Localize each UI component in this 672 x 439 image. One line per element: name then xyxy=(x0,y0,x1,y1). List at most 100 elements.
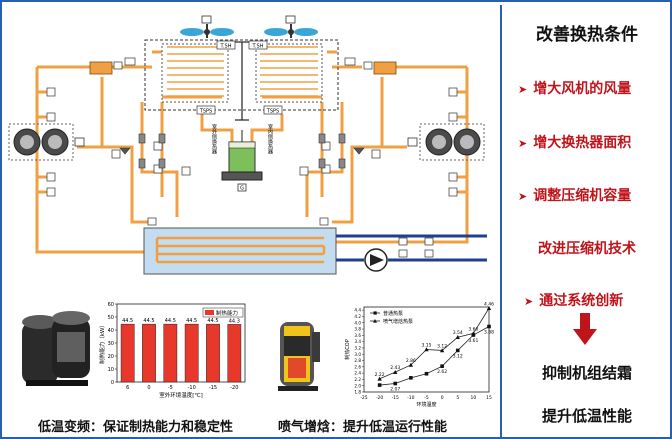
item-label: 通过系统创新 xyxy=(539,293,624,309)
x-tick-label: -5 xyxy=(168,385,173,391)
y-tick-label: 3.6 xyxy=(354,333,361,338)
x-tick-label: -25 xyxy=(360,395,367,401)
y-tick-label: 2.6 xyxy=(354,364,361,369)
item-improve-compressor-tech: 改进压缩机技术 xyxy=(538,238,670,258)
bar xyxy=(163,323,178,383)
x-tick-label: -5 xyxy=(424,395,429,401)
x-tick-label: 0 xyxy=(441,395,444,401)
series-point xyxy=(408,362,414,367)
x-axis-label: 室外环境温度[℃] xyxy=(159,391,202,399)
x-tick-label: -15 xyxy=(392,395,399,401)
bar-value-label: 44.5 xyxy=(143,318,154,324)
bar xyxy=(184,323,199,383)
x-tick-label: 5 xyxy=(456,395,459,401)
vertical-label-right: 室内侧换热器 xyxy=(267,123,273,155)
coil-frame-right xyxy=(255,43,323,103)
point-value-label: 3.66 xyxy=(468,326,478,332)
dashed-enclosure xyxy=(144,39,339,111)
y-tick-label: 3.2 xyxy=(354,346,361,351)
y-tick-label: 0 xyxy=(111,380,114,386)
y-tick-label: 3.4 xyxy=(354,339,361,344)
four-way-valve-left-icon xyxy=(89,61,123,75)
y-tick-label: 1.8 xyxy=(354,390,361,395)
bar-value-label: 44.5 xyxy=(207,318,218,324)
inverter-compressor-photo xyxy=(16,302,96,392)
point-value-label: 2.07 xyxy=(390,387,400,393)
legend-label: 制热能力 xyxy=(216,309,238,317)
y-tick-label: 10 xyxy=(108,367,114,373)
legend-marker xyxy=(373,311,377,315)
down-arrow-icon xyxy=(573,313,597,345)
x-tick-label: 6 xyxy=(126,385,129,391)
caption-right: 喷气增焓：提升低温运行性能 xyxy=(278,420,448,435)
y-tick-label: 2.4 xyxy=(354,371,361,376)
item-increase-fan-airflow: ➤增大风机的风量 xyxy=(518,78,670,98)
bar-value-label: 44.5 xyxy=(122,318,133,324)
y-tick-label: 4.4 xyxy=(354,308,361,313)
x-tick-label: 10 xyxy=(471,395,477,401)
series-point xyxy=(424,371,429,376)
y-tick-label: 2.2 xyxy=(354,377,361,382)
result-improve-low-temp: 提升低温性能 xyxy=(541,407,632,425)
result-suppress-frost: 抑制机组结霜 xyxy=(541,364,632,382)
bar-value-label: 44.5 xyxy=(186,318,197,324)
measurement-tank-icon: G xyxy=(221,130,263,192)
red-arrow-icon: ➤ xyxy=(518,190,528,203)
series-point xyxy=(377,383,382,387)
item-increase-exchanger-area: ➤增大换热器面积 xyxy=(518,132,670,152)
point-value-label: 3.12 xyxy=(453,353,463,359)
series-point xyxy=(393,369,398,374)
series-point xyxy=(487,324,491,329)
scale-g-label: G xyxy=(240,186,244,192)
bar-value-label: 44.5 xyxy=(165,318,176,324)
caption-left: 低温变频：保证制热能力和稳定性 xyxy=(38,420,234,435)
bar xyxy=(227,324,242,383)
point-value-label: 3.88 xyxy=(484,330,494,336)
series-point xyxy=(471,331,476,336)
y-tick-label: 60 xyxy=(108,302,114,308)
y-tick-label: 40 xyxy=(108,328,114,334)
point-value-label: 3.61 xyxy=(468,338,478,344)
x-axis-label: 环境温度 xyxy=(416,401,436,408)
heating-capacity-bar-chart: 010203040506044.5644.5044.5-544.5-1044.5… xyxy=(98,302,246,399)
item-label: 增大换热器面积 xyxy=(533,135,632,151)
y-tick-label: 30 xyxy=(108,341,114,347)
legend-marker xyxy=(373,319,377,323)
item-system-innovation: ➤通过系统创新 xyxy=(524,290,670,310)
point-value-label: 3.12 xyxy=(437,343,447,349)
point-value-label: 4.46 xyxy=(484,301,494,307)
point-value-label: 3.15 xyxy=(421,343,431,349)
temperature-sensors xyxy=(46,87,458,197)
item-adjust-compressor-capacity: ➤调整压缩机容量 xyxy=(518,185,670,205)
series-point xyxy=(409,376,413,380)
tsps-left-label: TSPS xyxy=(199,109,212,115)
water-pump-icon xyxy=(364,248,388,272)
x-tick-label: -15 xyxy=(209,385,217,391)
indoor-coil xyxy=(260,46,318,97)
legend-swatch xyxy=(205,310,214,315)
series-point xyxy=(393,381,398,386)
coil-frame-left xyxy=(161,43,229,103)
vapor-injection-compressor-photo xyxy=(270,312,328,394)
y-axis-label: 制热COP xyxy=(344,339,351,359)
series-point xyxy=(455,335,460,340)
series-point xyxy=(486,306,492,311)
x-tick-label: -20 xyxy=(230,385,238,391)
compressor-left-icon xyxy=(8,123,85,161)
legend-label: 普通热泵 xyxy=(383,310,403,317)
y-tick-label: 20 xyxy=(108,354,114,360)
x-tick-label: -10 xyxy=(407,395,414,401)
fan-right-icon xyxy=(264,15,318,38)
series-point xyxy=(424,347,429,352)
y-tick-label: 2.8 xyxy=(354,358,361,363)
four-way-valve-right-icon xyxy=(363,61,397,75)
series-point xyxy=(439,348,445,353)
series-line xyxy=(379,326,490,386)
outdoor-coil xyxy=(167,46,224,97)
y-tick-label: 4.2 xyxy=(354,314,361,319)
bar xyxy=(120,323,135,383)
tsh-right-label: T.SH xyxy=(252,44,264,50)
water-tank-icon xyxy=(143,217,337,275)
point-value-label: 2.62 xyxy=(437,369,447,375)
